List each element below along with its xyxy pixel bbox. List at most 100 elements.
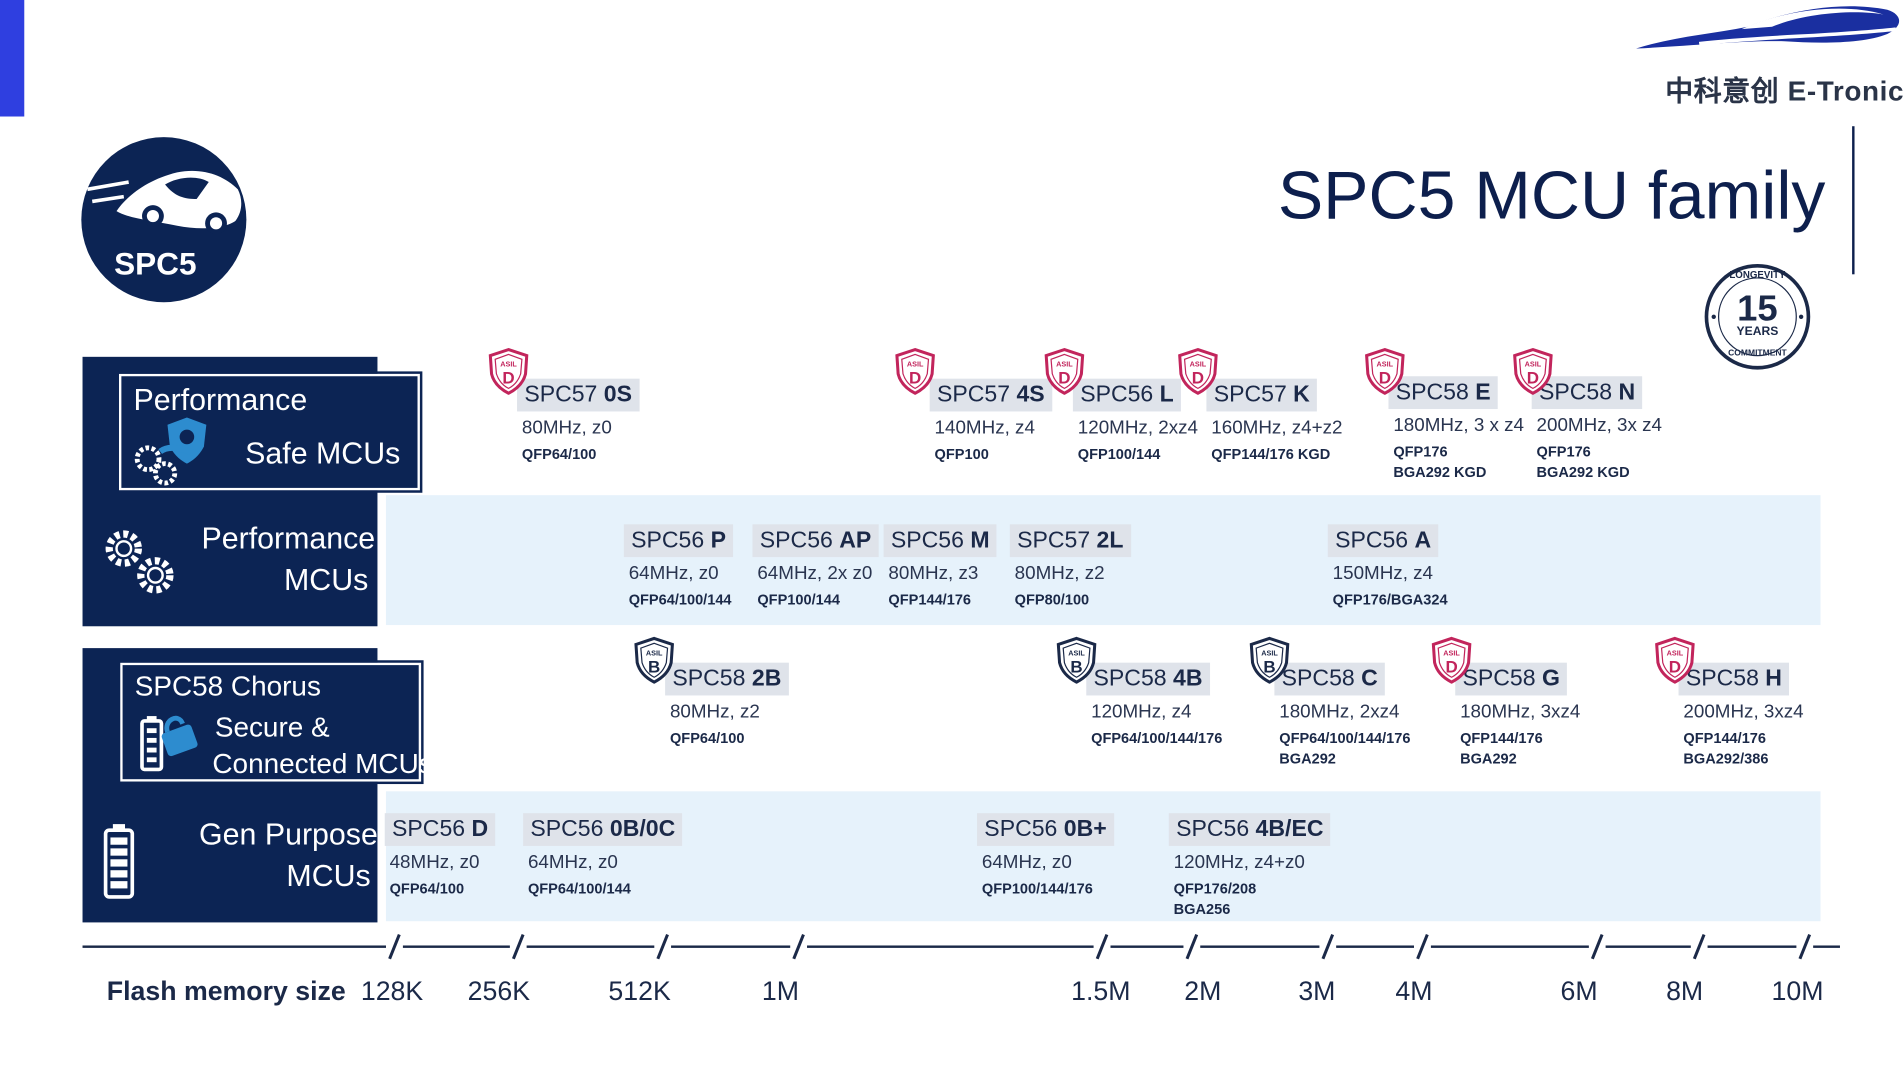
chip-card: SPC56 AP 64MHz, 2x z0 QFP100/144 xyxy=(752,524,879,610)
chip-prefix: SPC58 xyxy=(1395,379,1476,406)
asil-label: ASIL xyxy=(646,648,663,657)
chip-suffix: D xyxy=(471,816,489,843)
asil-label: ASIL xyxy=(1190,360,1207,369)
chip-suffix: 0B/0C xyxy=(609,816,676,843)
chip-name: SPC57 0S xyxy=(517,378,640,412)
axis-tick-label: 10M xyxy=(1771,975,1824,1007)
chip-name: SPC56 AP xyxy=(752,524,879,557)
battery-lock-icon xyxy=(140,715,198,772)
chip-package: QFP144/176 BGA292 xyxy=(1460,729,1543,767)
chip-prefix: SPC56 xyxy=(1080,382,1160,408)
chip-package: QFP64/100 xyxy=(521,445,597,463)
axis-tick-label: 2M xyxy=(1184,975,1222,1007)
chip-prefix: SPC57 xyxy=(524,382,604,408)
chip-spec: 180MHz, 3xz4 xyxy=(1460,701,1581,722)
category-chorus: SPC58 Chorus Secure & Connected MCUs xyxy=(117,660,433,785)
chip-suffix: H xyxy=(1765,666,1782,692)
chip-suffix: C xyxy=(1361,666,1378,692)
chip-suffix: 2B xyxy=(751,666,782,692)
etronic-logo-icon xyxy=(1636,6,1900,49)
longevity-bottom-text: COMMITMENT xyxy=(1728,349,1787,359)
asil-label: ASIL xyxy=(1443,648,1460,657)
chip-prefix: SPC56 xyxy=(631,527,711,554)
axis-tick-mark xyxy=(1588,933,1606,960)
spc5-badge-label: SPC5 xyxy=(114,245,197,282)
axis-tick-label: 1M xyxy=(761,975,799,1007)
chip-spec: 80MHz, z3 xyxy=(888,562,979,584)
chip-prefix: SPC58 xyxy=(672,666,752,692)
chip-package: QFP80/100 xyxy=(1014,590,1090,608)
axis-tick-label: 8M xyxy=(1666,975,1704,1007)
axis-tick-label: 1.5M xyxy=(1071,975,1131,1007)
chip-suffix: N xyxy=(1618,379,1636,406)
chip-package: QFP100/144 xyxy=(1077,445,1161,463)
chip-package: QFP144/176 xyxy=(888,590,972,608)
chip-suffix: 0S xyxy=(603,382,633,408)
chip-package: QFP64/100 xyxy=(389,879,465,897)
spc5-badge: SPC5 xyxy=(80,136,247,303)
category-label: Connected MCUs xyxy=(212,747,433,780)
asil-level: D xyxy=(1527,369,1539,388)
chip-spec: 160MHz, z4+z2 xyxy=(1211,417,1343,438)
chip-package: QFP100/144/176 xyxy=(981,879,1093,897)
asil-level: D xyxy=(1445,657,1457,676)
category-label: Secure & xyxy=(214,711,330,743)
band-gen-purpose xyxy=(385,791,1821,922)
chip-spec: 64MHz, z0 xyxy=(527,851,618,873)
gears-shield-icon xyxy=(134,417,207,486)
chip-suffix: K xyxy=(1293,382,1310,408)
category-label: MCUs xyxy=(286,859,371,894)
gears-icon xyxy=(105,530,174,594)
axis-tick-mark xyxy=(1183,933,1201,960)
band-performance xyxy=(385,495,1821,626)
chip-name: SPC56 P xyxy=(623,524,734,557)
chip-package: QFP100 xyxy=(934,445,989,463)
chip-package: QFP64/100 xyxy=(669,729,745,747)
chip-prefix: SPC57 xyxy=(1017,527,1097,554)
axis-tick-label: 128K xyxy=(360,975,424,1007)
chip-name: SPC58 N xyxy=(1531,376,1643,409)
chip-spec: 80MHz, z2 xyxy=(1014,562,1105,584)
axis-tick-label: 512K xyxy=(608,975,671,1007)
title-divider xyxy=(1852,126,1855,275)
chip-package: QFP144/176 KGD xyxy=(1211,445,1331,463)
chip-name: SPC56 D xyxy=(384,813,496,846)
battery-icon xyxy=(103,824,135,899)
chip-prefix: SPC58 xyxy=(1281,666,1362,692)
chip-package: QFP176/208 BGA256 xyxy=(1173,879,1257,918)
chip-package: QFP100/144 xyxy=(757,590,840,608)
chip-package: QFP64/100/144/176 xyxy=(1091,729,1223,747)
chip-prefix: SPC58 xyxy=(1685,666,1766,692)
axis-title: Flash memory size xyxy=(106,975,346,1007)
longevity-unit: YEARS xyxy=(1736,325,1779,339)
asil-label: ASIL xyxy=(1667,648,1684,657)
chip-prefix: SPC58 xyxy=(1093,666,1174,692)
chip-suffix: A xyxy=(1414,527,1432,554)
chip-package: QFP144/176 BGA292/386 xyxy=(1683,729,1769,767)
asil-label: ASIL xyxy=(1068,648,1085,657)
category-label: Performance xyxy=(201,521,376,556)
chip-name: SPC58 H xyxy=(1678,662,1790,696)
chip-suffix: 4S xyxy=(1016,382,1045,408)
axis-tick-mark xyxy=(509,933,527,960)
chip-prefix: SPC57 xyxy=(936,382,1017,408)
category-label: Safe MCUs xyxy=(245,436,401,471)
chip-name: SPC56 A xyxy=(1327,524,1439,557)
chip-spec: 180MHz, 3 x z4 xyxy=(1393,414,1525,436)
chip-suffix: 4B/EC xyxy=(1255,816,1324,843)
asil-level: D xyxy=(1379,369,1391,388)
chip-package: QFP176 BGA292 KGD xyxy=(1393,442,1487,481)
chip-spec: 64MHz, 2x z0 xyxy=(757,562,873,584)
chip-spec: 64MHz, z0 xyxy=(628,562,719,584)
